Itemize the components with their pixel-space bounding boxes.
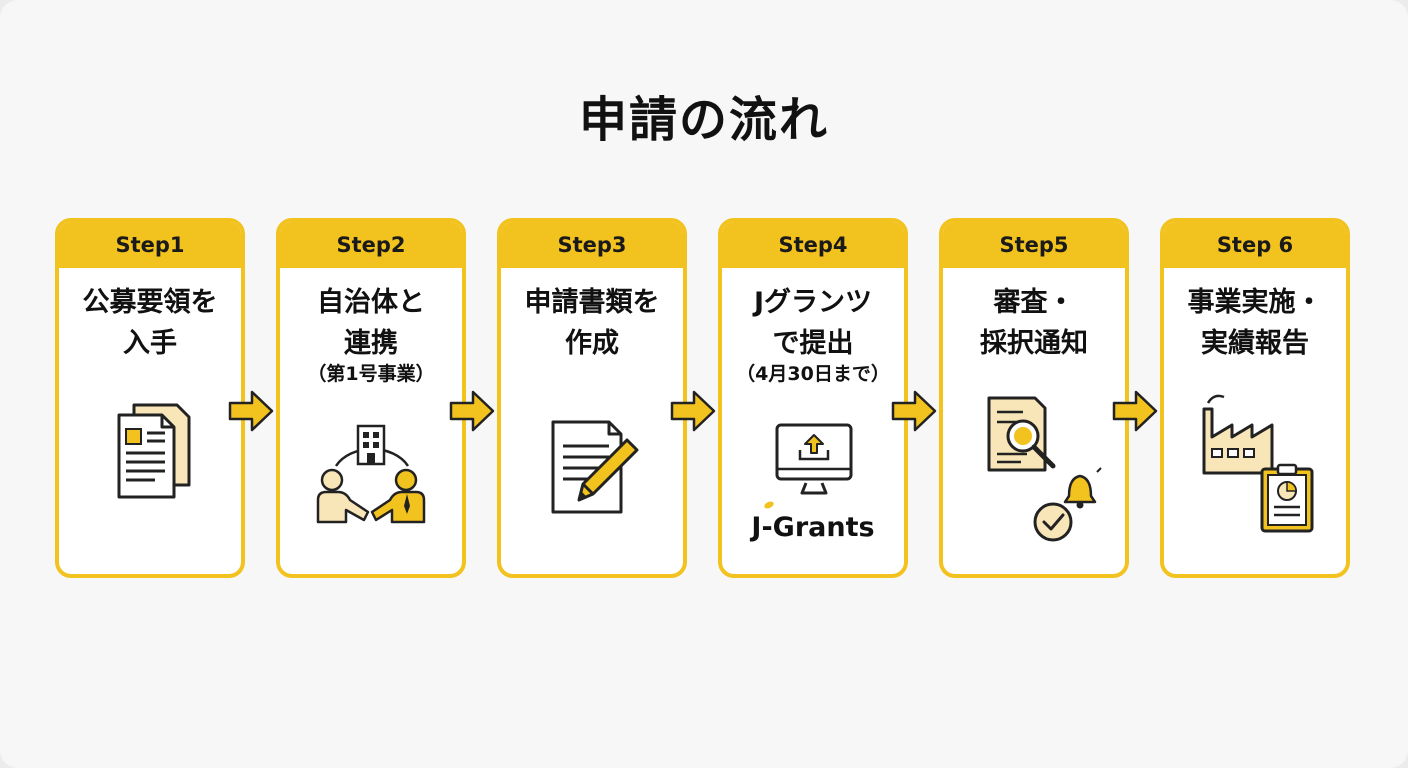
arrow-right-icon [1112, 390, 1158, 432]
step-title: 公募要領を 入手 [82, 287, 218, 359]
step-label: Step4 [722, 222, 904, 268]
arrow-right-icon [670, 390, 716, 432]
document-pencil-icon [551, 420, 639, 514]
step-subtitle: （第1号事業） [307, 363, 435, 385]
factory-report-icon [1202, 394, 1314, 533]
page-title: 申請の流れ [578, 92, 829, 148]
monitor-upload-icon [764, 423, 853, 509]
jgrants-logo-text: J-Grants [751, 512, 875, 543]
step-card-4: Step4 Jグランツ で提出 （4月30日まで） J-Grants [718, 218, 908, 578]
step-label: Step2 [280, 222, 462, 268]
step-title: 事業実施・ 実績報告 [1187, 287, 1323, 359]
documents-icon [117, 403, 191, 499]
step-title: 申請書類を 作成 [524, 287, 660, 359]
step-card-2: Step2 自治体と 連携 （第1号事業） [276, 218, 466, 578]
step-label: Step5 [943, 222, 1125, 268]
step-card-1: Step1 公募要領を 入手 [55, 218, 245, 578]
step-title: 自治体と 連携 [317, 287, 425, 359]
step-card-3: Step3 申請書類を 作成 [497, 218, 687, 578]
step-subtitle: （4月30日まで） [736, 363, 890, 385]
step-label: Step 6 [1164, 222, 1346, 268]
arrow-right-icon [891, 390, 937, 432]
review-notification-icon [987, 396, 1102, 542]
step-card-6: Step 6 事業実施・ 実績報告 [1160, 218, 1350, 578]
step-label: Step1 [59, 222, 241, 268]
arrow-right-icon [228, 390, 274, 432]
step-title: 審査・ 採択通知 [980, 287, 1088, 359]
step-label: Step3 [501, 222, 683, 268]
arrow-right-icon [449, 390, 495, 432]
step-card-5: Step5 審査・ 採択通知 [939, 218, 1129, 578]
handshake-building-icon [316, 424, 426, 524]
step-title: Jグランツ で提出 [753, 287, 873, 359]
